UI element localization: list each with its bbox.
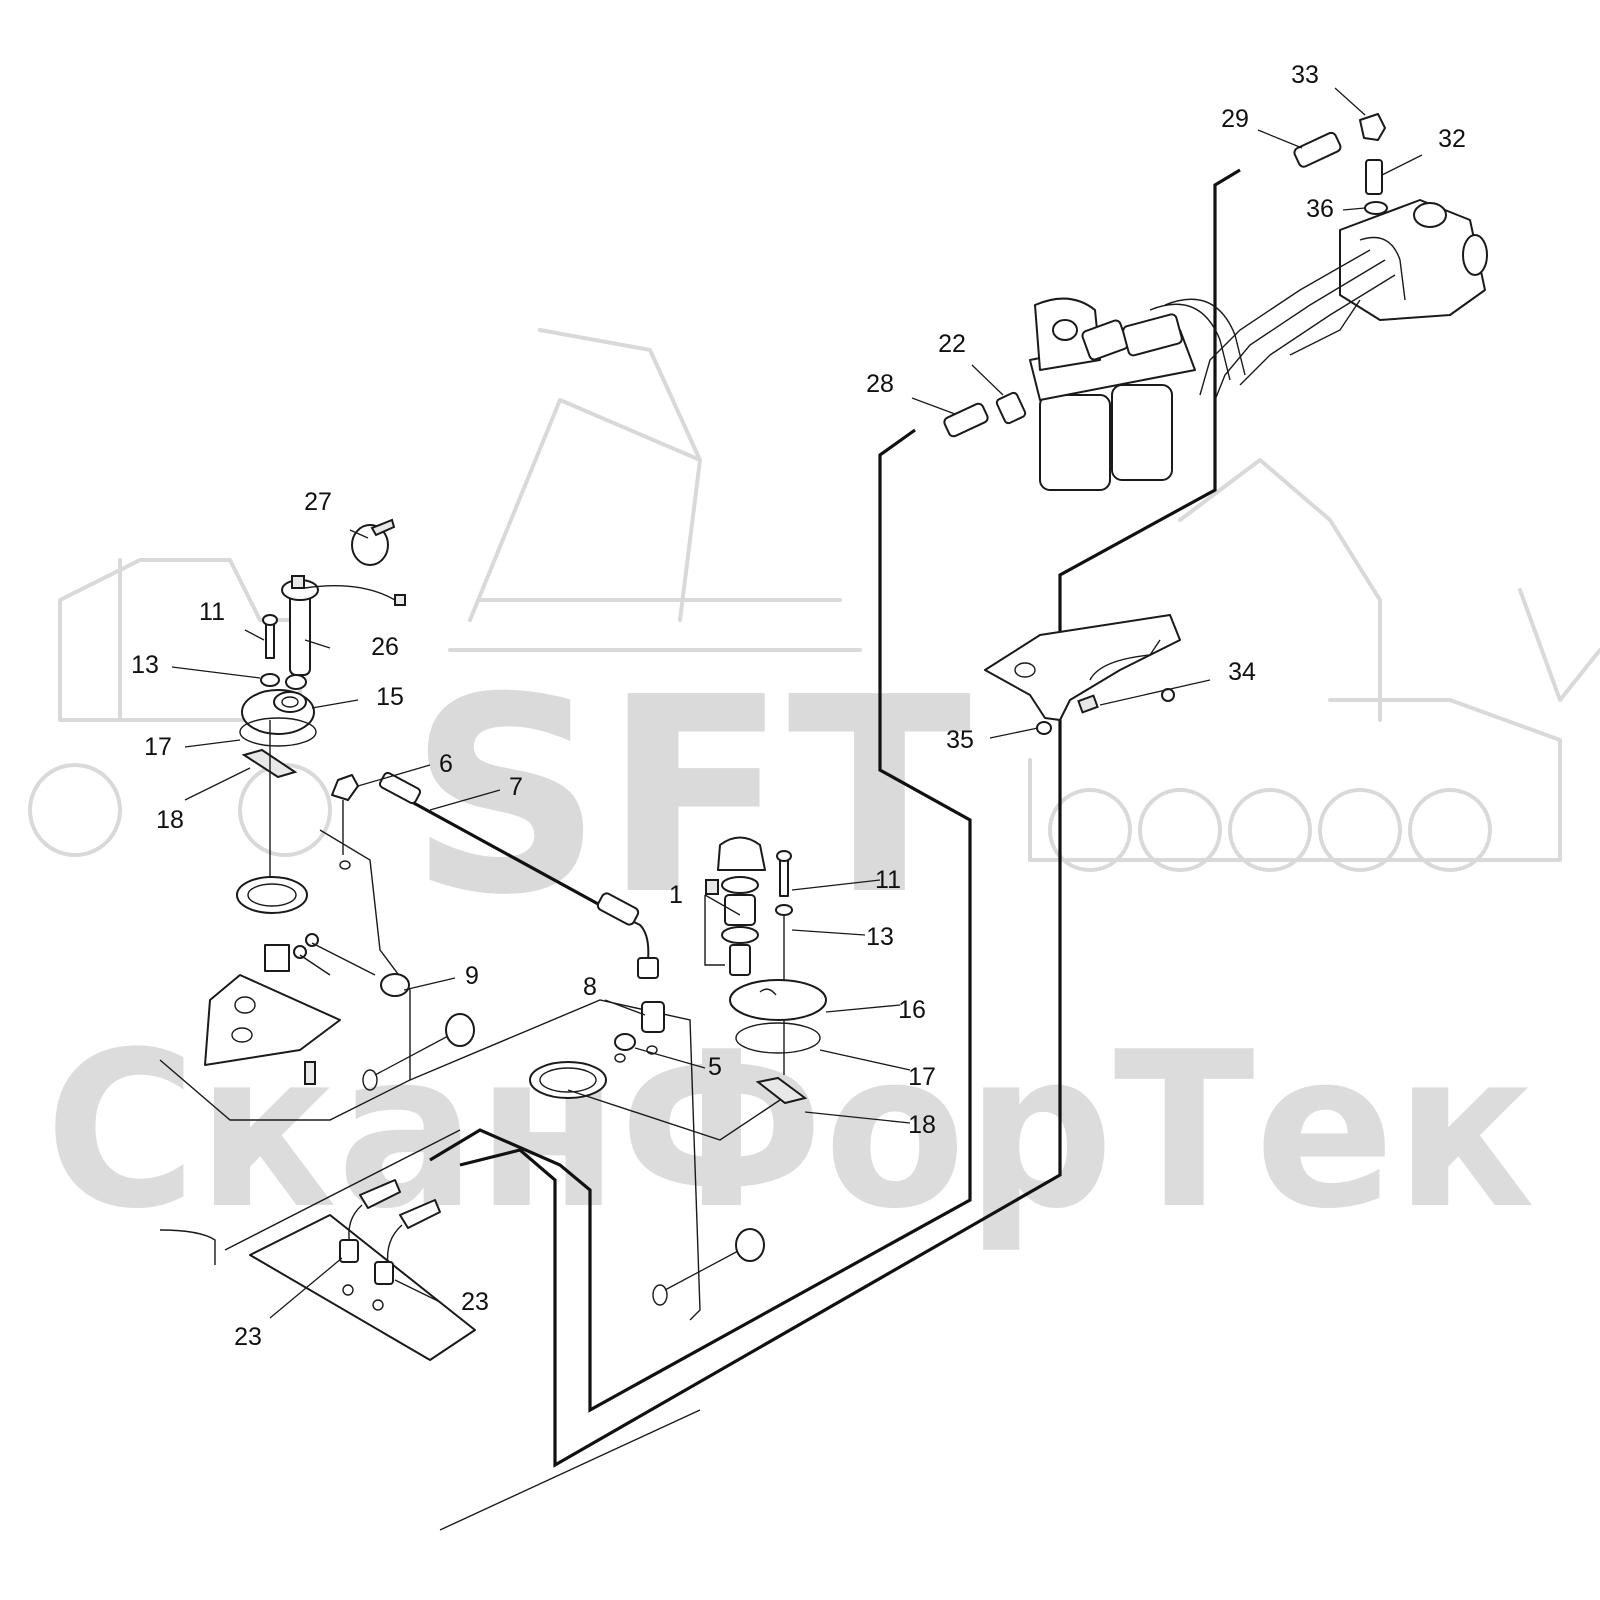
cover-plate-16	[729, 979, 827, 1021]
fuel-tank	[159, 829, 781, 1531]
fitting-9	[380, 973, 410, 997]
callout-15: 15	[376, 683, 404, 711]
washer-36	[1364, 201, 1388, 215]
filler-cap-assembly	[614, 836, 827, 1105]
screw-11-left	[265, 621, 275, 659]
bracket-34	[984, 614, 1181, 721]
callout-26: 28	[866, 370, 894, 398]
watermark: SFT СканФорТек	[28, 328, 1600, 1256]
callout-13-left: 13	[131, 651, 159, 679]
callout-11-right: 11	[875, 866, 901, 894]
plate-18-right	[755, 1076, 808, 1105]
callout-1: 1	[669, 881, 683, 909]
callout-18-left: 18	[156, 806, 184, 834]
fuel-supply-pipe	[429, 168, 1241, 1468]
sensor-tube-28	[289, 589, 311, 676]
left-fittings	[204, 774, 410, 1085]
callout-27: 29	[1221, 105, 1249, 133]
bolt-35	[1036, 721, 1052, 735]
watermark-excavator-right	[1028, 458, 1600, 872]
washer-13-left	[260, 673, 280, 687]
fitting-22	[995, 391, 1027, 425]
callout-17-right: 17	[908, 1063, 936, 1091]
callout-7: 7	[509, 773, 523, 801]
fitting-32	[1365, 159, 1383, 195]
injection-pump	[1199, 113, 1488, 401]
callout-29: 27	[304, 488, 332, 516]
callout-18-right: 18	[908, 1111, 936, 1139]
hose-end-27	[1293, 131, 1342, 168]
callout-9: 9	[465, 962, 479, 990]
fitting-23-left	[339, 1239, 359, 1263]
callout-17-left: 17	[144, 733, 172, 761]
fitting-23-right	[374, 1261, 394, 1285]
callout-23-right: 23	[461, 1288, 489, 1316]
leader-lines	[171, 87, 1423, 1319]
hose-end-26	[943, 402, 989, 438]
mount-bracket	[204, 974, 341, 1066]
callout-32: 32	[1438, 125, 1466, 153]
filter-bracket	[984, 614, 1181, 735]
callout-6: 6	[439, 750, 453, 778]
callout-36: 36	[1306, 195, 1334, 223]
callout-5: 5	[708, 1053, 722, 1081]
callout-22: 22	[938, 330, 966, 358]
callout-28: 26	[371, 633, 399, 661]
fitting-5	[614, 1033, 636, 1051]
callout-23-left: 23	[234, 1323, 262, 1351]
gasket-17-left	[239, 717, 317, 747]
elbow-33	[1359, 113, 1386, 141]
callout-35: 35	[946, 726, 974, 754]
washer-13-right	[775, 904, 793, 916]
callout-labels: 27 11 26 13 15 17 18 6 7 1 11 13 9 8 16 …	[131, 61, 1466, 1351]
fuel-filter-unit	[943, 297, 1246, 491]
callout-8: 8	[583, 973, 597, 1001]
filter-canister-left	[1039, 394, 1111, 491]
elbow-fitting-6	[331, 774, 359, 801]
fitting-8	[641, 1001, 665, 1033]
watermark-logo: SFT	[408, 639, 973, 954]
callout-33: 33	[1291, 61, 1319, 89]
lower-hoses	[339, 1179, 441, 1285]
callout-11-left: 11	[199, 598, 225, 626]
callout-16: 16	[898, 996, 926, 1024]
filler-cap-1	[717, 836, 766, 871]
filter-canister-right	[1111, 384, 1173, 481]
callout-13-right: 13	[866, 923, 894, 951]
gasket-17-right	[735, 1022, 821, 1054]
bracket-plate	[264, 944, 290, 972]
screw-11-right	[779, 857, 789, 897]
level-sensor-assembly	[236, 518, 406, 914]
fuel-return-hose-7	[378, 771, 659, 979]
callout-34: 34	[1228, 658, 1256, 686]
